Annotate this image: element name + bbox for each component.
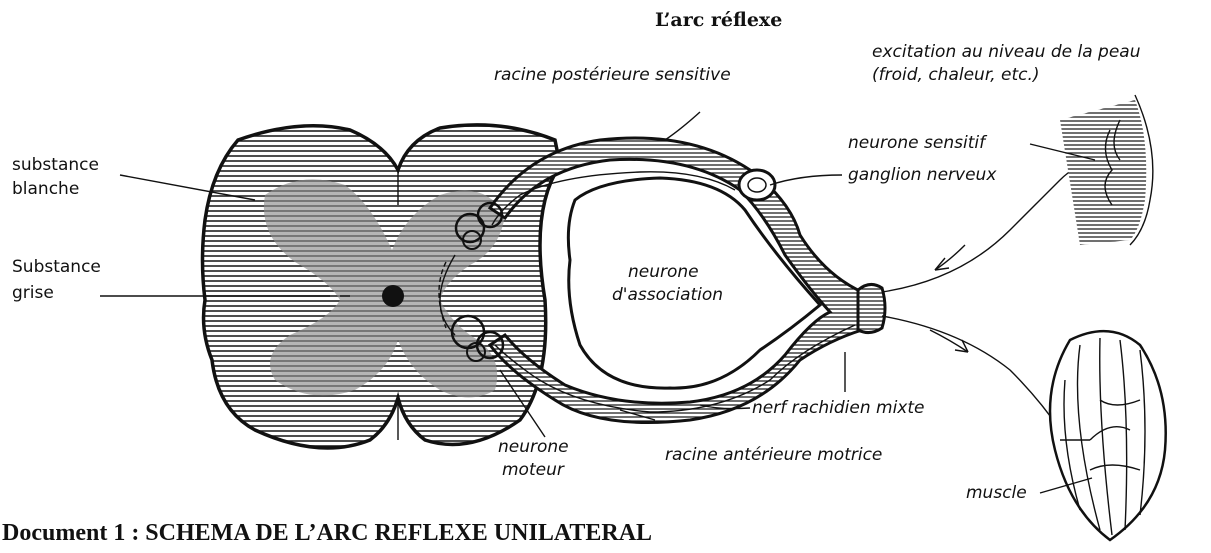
skin — [1060, 95, 1153, 245]
label-excitation-line2: (froid, chaleur, etc.) — [872, 65, 1040, 85]
mixed-nerve-junction — [858, 284, 885, 332]
label-neurone-moteur-1: neurone — [498, 437, 569, 457]
central-canal — [382, 285, 404, 307]
label-neurone-sensitif: neurone sensitif — [848, 133, 988, 153]
label-nerf-rachidien: nerf rachidien mixte — [752, 398, 924, 418]
document-caption: Document 1 : SCHEMA DE L’ARC REFLEXE UNI… — [2, 520, 652, 546]
label-muscle: muscle — [966, 483, 1027, 503]
muscle-shape — [1050, 331, 1166, 540]
label-substance-blanche-2: blanche — [12, 179, 79, 199]
ganglion — [739, 170, 775, 200]
label-ganglion: ganglion nerveux — [848, 165, 997, 185]
label-excitation-line1: excitation au niveau de la peau — [872, 42, 1141, 62]
label-substance-grise-2: grise — [12, 283, 54, 303]
diagram-title: L’arc réflexe — [655, 9, 782, 31]
label-neurone-association-2: d'association — [612, 285, 723, 305]
label-racine-anterieure: racine antérieure motrice — [665, 445, 882, 465]
label-substance-grise-1: Substance — [12, 257, 101, 277]
label-neurone-association-1: neurone — [628, 262, 699, 282]
label-neurone-moteur-2: moteur — [502, 460, 565, 480]
label-substance-blanche-1: substance — [12, 155, 99, 175]
label-racine-posterieure: racine postérieure sensitive — [494, 65, 731, 85]
